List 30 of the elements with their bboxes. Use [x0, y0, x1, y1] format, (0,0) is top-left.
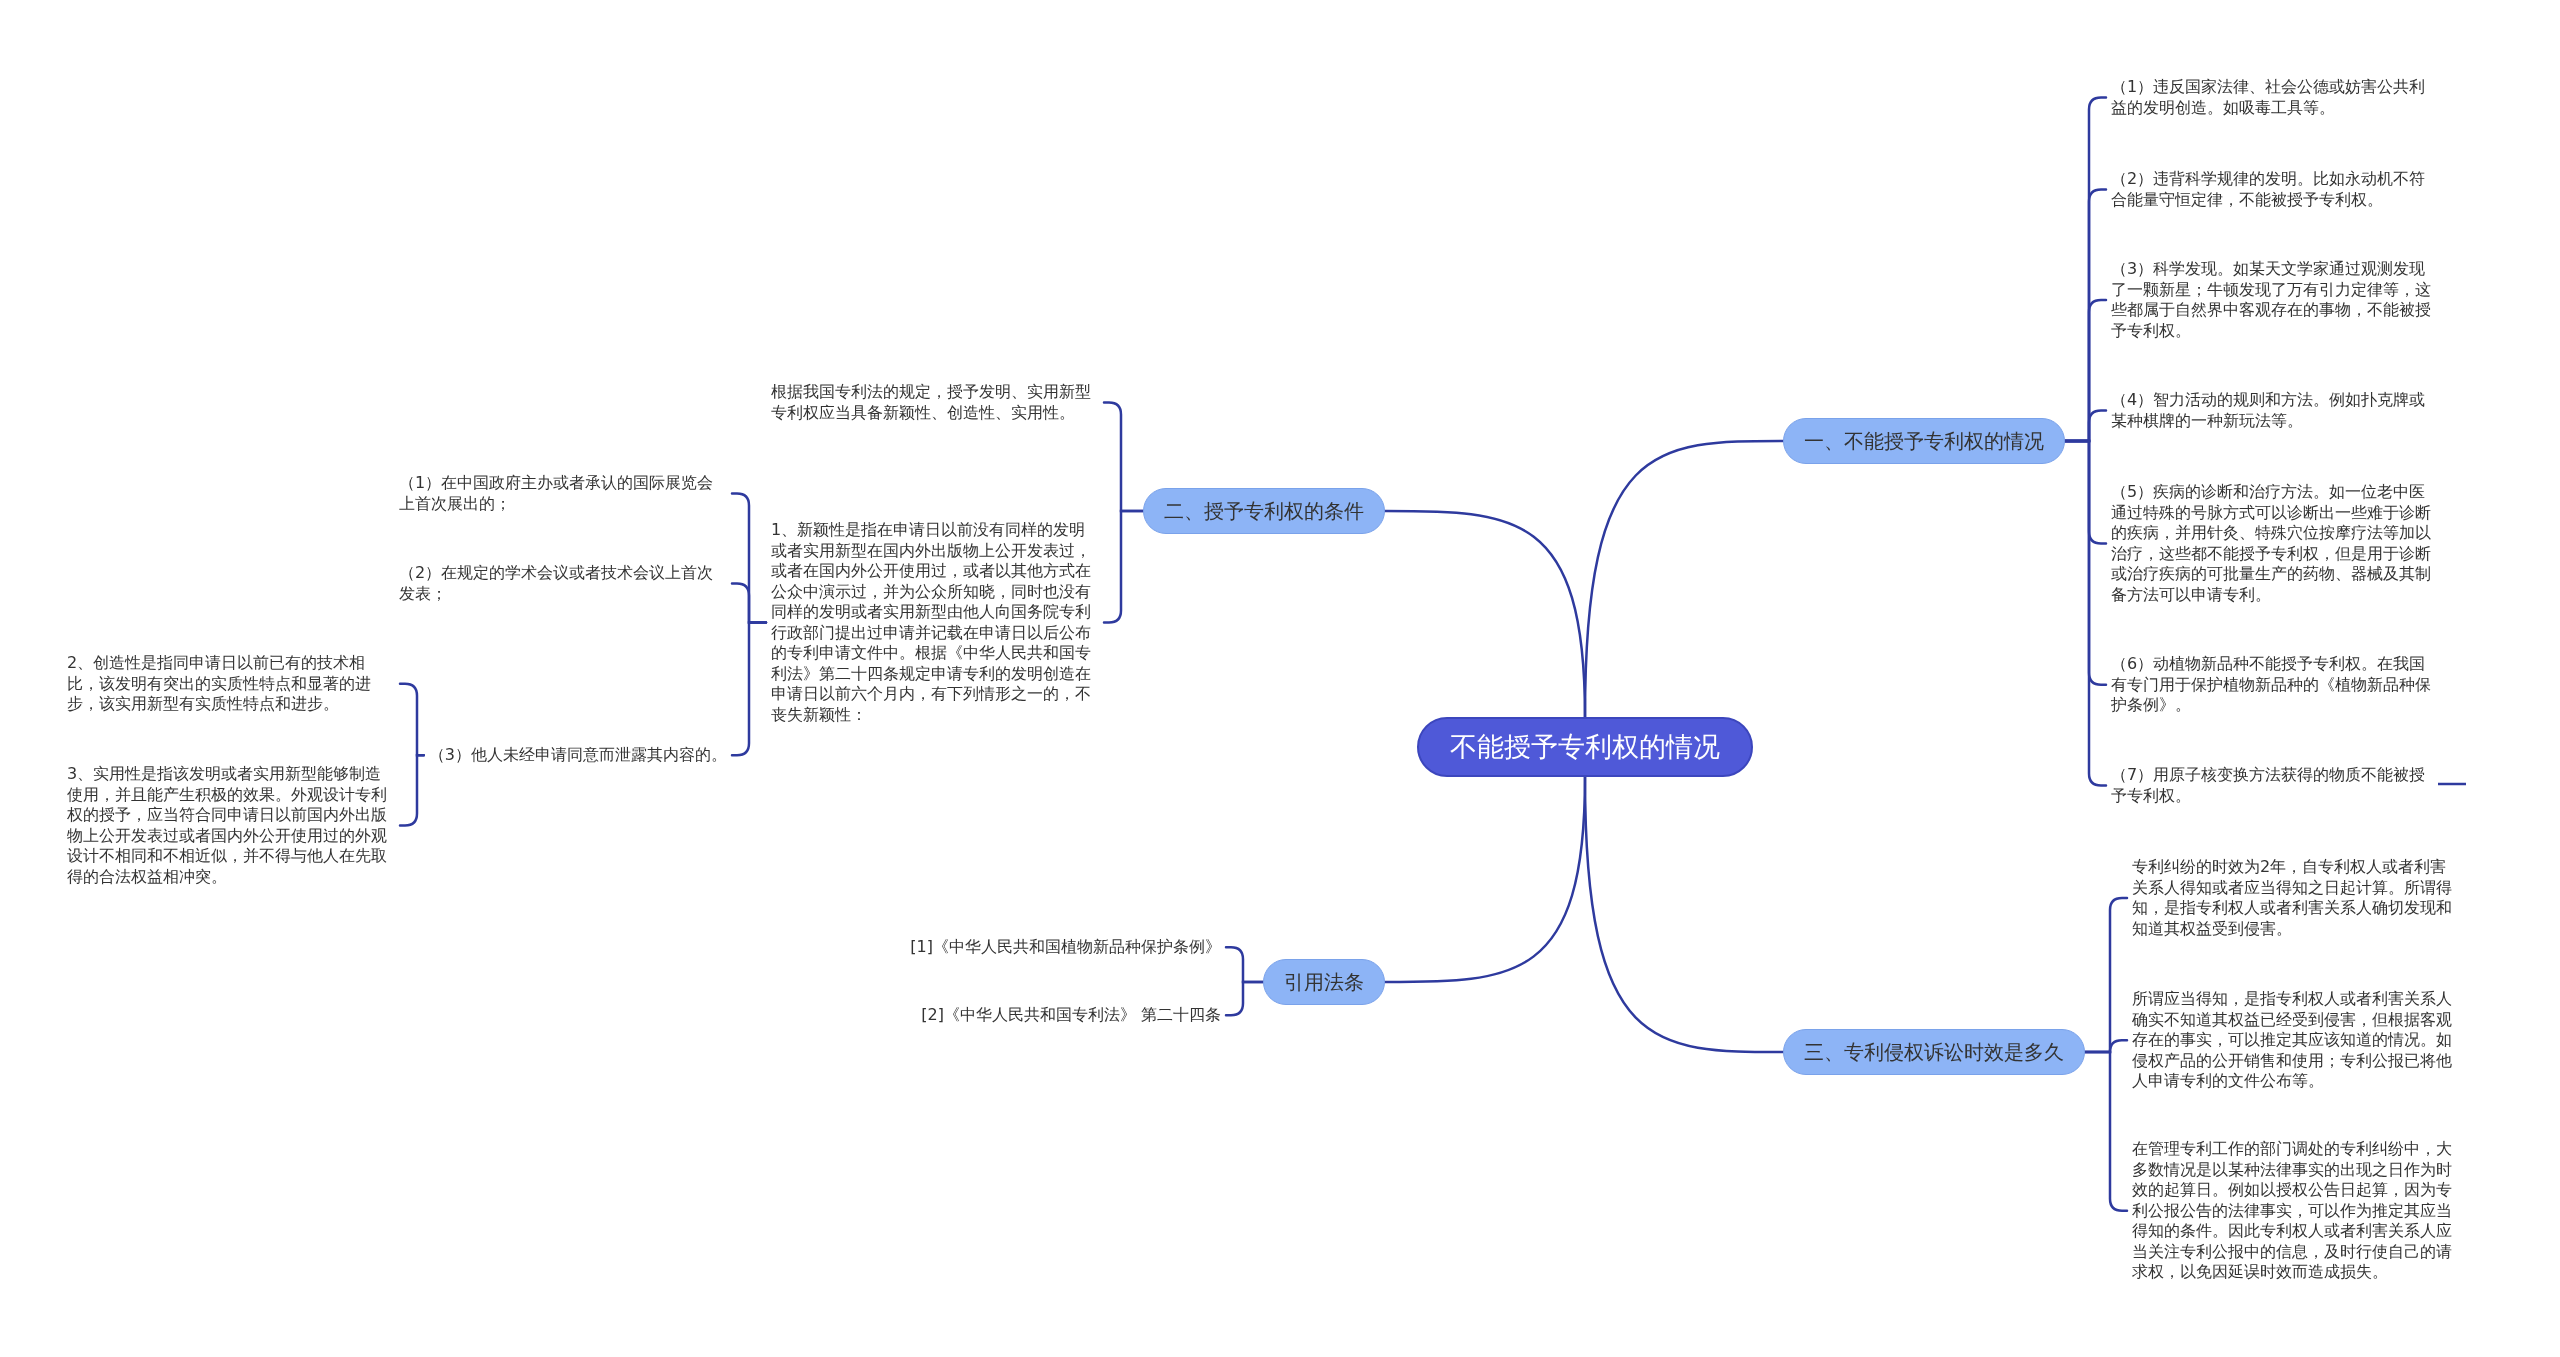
note-text: （7）用原子核变换方法获得的物质不能被授予专利权。	[2106, 763, 2444, 808]
note-text: （4）智力活动的规则和方法。例如扑克牌或某种棋牌的一种新玩法等。	[2106, 388, 2444, 433]
note-text: 2、创造性是指同申请日以前已有的技术相比，该发明有突出的实质性特点和显著的进步，该实用新型有实质性特点和进步。	[62, 651, 400, 717]
note-text: （3）他人未经申请同意而泄露其内容的。	[423, 743, 732, 768]
branch-line	[1383, 775, 1587, 984]
note-text: （2）违背科学规律的发明。比如永动机不符合能量守恒定律，不能被授予专利权。	[2106, 167, 2444, 212]
note-text: （6）动植物新品种不能授予专利权。在我国有专门用于保护植物新品种的《植物新品种保护条例》。	[2106, 652, 2444, 718]
citation-text: [2]《中华人民共和国专利法》 第二十四条	[916, 1003, 1226, 1028]
note-text: 1、新颖性是指在申请日以前没有同样的发明或者实用新型在国内外出版物上公开发表过，或者在国内外公开使用过，或者以其他方式在公众中演示过，并为公众所知晓，同时也没有同样的发明或者实用新型由他人向国务院专利行政部门提出过申请并记载在申请日以后公布的专利申请文件中。根据《中华人民共和国专利法》第二十四条规定申请专利的发明创造在申请日以前六个月内，有下列情形之一的，不丧失新颖性：	[766, 518, 1104, 727]
branch-line	[2083, 1050, 2129, 1213]
note-text: 3、实用性是指该发明或者实用新型能够制造使用，并且能产生积极的效果。外观设计专利权的授予，应当符合同申请日以前国内外出版物上公开发表过或者国内外公开使用过的外观设计不相同和不相近似，并不得与他人在先取得的合法权益相冲突。	[62, 762, 400, 889]
note-text: （3）科学发现。如某天文学家通过观测发现了一颗新星；牛顿发现了万有引力定律等，这些都属于自然界中客观存在的事物，不能被授予专利权。	[2106, 257, 2444, 343]
branch-topic: 一、不能授予专利权的情况	[1783, 418, 2065, 464]
note-text: 专利纠纷的时效为2年，自专利权人或者利害关系人得知或者应当得知之日起计算。所谓得知，是指专利权人或者利害关系人确切发现和知道其权益受到侵害。	[2127, 855, 2465, 941]
branch-line	[1102, 509, 1145, 624]
central-topic: 不能授予专利权的情况	[1417, 717, 1753, 777]
branch-line	[2063, 439, 2108, 787]
branch-line	[1383, 509, 1587, 719]
note-text: 在管理专利工作的部门调处的专利纠纷中，大多数情况是以某种法律事实的出现之日作为时效的起算日。例如以授权公告日起算，因为专利公报公告的法律事实，可以作为推定其应当得知的条件。因此专利权人或者利害关系人应当关注专利公报中的信息，及时行使自己的请求权，以免因延误时效而造成损失。	[2127, 1137, 2465, 1285]
citation-text: [1]《中华人民共和国植物新品种保护条例》	[905, 935, 1226, 960]
branch-line	[1224, 980, 1265, 1017]
note-text: 所谓应当得知，是指专利权人或者利害关系人确实不知道其权益已经受到侵害，但根据客观存在的事实，可以推定其应该知道的情况。如侵权产品的公开销售和使用；专利公报已将他人申请专利的文件公布等。	[2127, 987, 2465, 1094]
branch-topic: 三、专利侵权诉讼时效是多久	[1783, 1029, 2085, 1075]
note-text: （5）疾病的诊断和治疗方法。如一位老中医通过特殊的号脉方式可以诊断出一些难于诊断的疾病，并用针灸、特殊穴位按摩疗法等加以治疗，这些都不能授予专利权，但是用于诊断或治疗疾病的可批量生产的药物、器械及其制备方法可以申请专利。	[2106, 480, 2444, 607]
note-text: （1）在中国政府主办或者承认的国际展览会上首次展出的；	[394, 471, 732, 516]
branch-topic: 引用法条	[1263, 959, 1385, 1005]
note-text: 根据我国专利法的规定，授予发明、实用新型专利权应当具备新颖性、创造性、实用性。	[766, 380, 1104, 425]
branch-topic: 二、授予专利权的条件	[1143, 488, 1385, 534]
note-text: （2）在规定的学术会议或者技术会议上首次发表；	[394, 561, 732, 606]
note-text: （1）违反国家法律、社会公德或妨害公共利益的发明创造。如吸毒工具等。	[2106, 75, 2444, 120]
